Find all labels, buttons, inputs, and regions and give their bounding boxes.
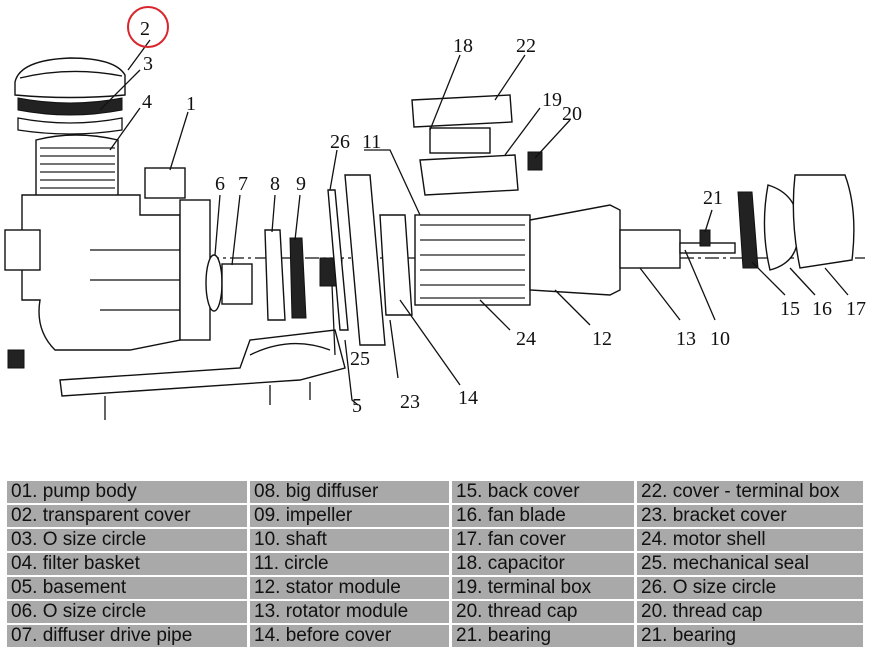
callout-3: 3	[143, 53, 153, 75]
pump-body-part	[4, 167, 211, 369]
legend-entry: 09. impeller	[250, 505, 449, 527]
callout-24: 24	[516, 328, 536, 350]
callout-22: 22	[516, 35, 536, 57]
legend-entry: 06. O size circle	[7, 601, 247, 623]
o-ring-6-part	[205, 254, 223, 312]
terminal-box-parts	[411, 94, 543, 196]
callout-18: 18	[453, 35, 473, 57]
legend-entry: 22. cover - terminal box	[637, 481, 863, 503]
legend-entry: 01. pump body	[7, 481, 247, 503]
legend-entry: 13. rotator module	[250, 601, 449, 623]
legend-entry: 19. terminal box	[452, 577, 634, 599]
rotor-part	[619, 229, 681, 269]
callout-8: 8	[270, 173, 280, 195]
transparent-cover-part	[14, 57, 126, 99]
callout-10: 10	[710, 328, 730, 350]
diffuser-pipe-part	[221, 263, 253, 305]
legend-entry: 24. motor shell	[637, 529, 863, 551]
legend-entry: 07. diffuser drive pipe	[7, 625, 247, 647]
callout-26: 26	[330, 131, 350, 153]
callout-17: 17	[846, 298, 866, 320]
impeller-part	[289, 237, 307, 319]
legend-entry: 25. mechanical seal	[637, 553, 863, 575]
big-diffuser-part	[264, 229, 286, 321]
leader-lines	[99, 39, 849, 406]
callout-16: 16	[812, 298, 832, 320]
callout-12: 12	[592, 328, 612, 350]
legend-entry: 03. O size circle	[7, 529, 247, 551]
stator-part	[529, 204, 621, 296]
o-ring-26-part	[327, 189, 349, 331]
legend-entry: 15. back cover	[452, 481, 634, 503]
legend-entry: 04. filter basket	[7, 553, 247, 575]
callout-4: 4	[142, 91, 152, 113]
legend-entry: 21. bearing	[452, 625, 634, 647]
legend-entry: 26. O size circle	[637, 577, 863, 599]
callout-20: 20	[562, 103, 582, 125]
callout-2: 2	[140, 18, 150, 40]
callout-21: 21	[703, 187, 723, 209]
callout-7: 7	[238, 173, 248, 195]
bearing-part	[699, 229, 711, 247]
fan-blade-part	[763, 184, 799, 271]
callout-19: 19	[542, 89, 562, 111]
callout-11: 11	[362, 131, 381, 153]
callout-14: 14	[458, 387, 478, 409]
legend-entry: 10. shaft	[250, 529, 449, 551]
exploded-pump-diagram: 2 3 4 1 6 7 8 9 26 11 18 22 19 20 21 25 …	[4, 6, 866, 420]
legend-entry: 16. fan blade	[452, 505, 634, 527]
callout-23: 23	[400, 391, 420, 413]
legend-entry: 02. transparent cover	[7, 505, 247, 527]
legend-entry: 21. bearing	[637, 625, 863, 647]
callout-6: 6	[215, 173, 225, 195]
callout-25: 25	[350, 348, 370, 370]
back-cover-part	[737, 191, 759, 269]
legend-entry: 14. before cover	[250, 625, 449, 647]
callout-15: 15	[780, 298, 800, 320]
legend-entry: 08. big diffuser	[250, 481, 449, 503]
motor-shell-part	[414, 214, 531, 306]
filter-basket-part	[35, 134, 119, 206]
callout-13: 13	[676, 328, 696, 350]
callout-1: 1	[186, 93, 196, 115]
legend-entry: 20. thread cap	[452, 601, 634, 623]
legend-entry: 11. circle	[250, 553, 449, 575]
legend-entry: 12. stator module	[250, 577, 449, 599]
legend-entry: 23. bracket cover	[637, 505, 863, 527]
fan-cover-part	[792, 174, 855, 269]
highlight-circle	[127, 6, 169, 48]
callout-5: 5	[352, 395, 362, 417]
before-cover-part	[344, 174, 413, 346]
basement-part	[59, 329, 346, 420]
o-ring-3-part	[17, 97, 123, 135]
callout-9: 9	[296, 173, 306, 195]
legend-entry: 05. basement	[7, 577, 247, 599]
legend-entry: 18. capacitor	[452, 553, 634, 575]
legend-entry: 20. thread cap	[637, 601, 863, 623]
legend-entry: 17. fan cover	[452, 529, 634, 551]
